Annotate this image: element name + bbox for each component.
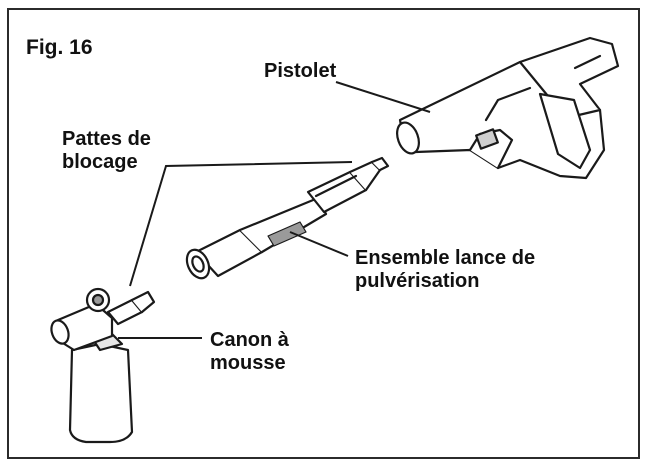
label-ensemble-line1: Ensemble lance de bbox=[355, 247, 536, 269]
label-canon-a-mousse: Canon à mousse bbox=[210, 329, 289, 375]
spray-gun-icon bbox=[396, 36, 620, 180]
spray-lance-icon bbox=[185, 156, 390, 280]
label-canon-line2: mousse bbox=[210, 352, 286, 374]
label-ensemble-lance: Ensemble lance de pulvérisation bbox=[355, 247, 535, 293]
foam-cannon-icon bbox=[50, 287, 156, 444]
label-canon-line1: Canon à bbox=[210, 329, 289, 351]
pattes-leader-line bbox=[129, 161, 353, 287]
label-pistolet-text: Pistolet bbox=[264, 60, 337, 82]
pistolet-leader-line bbox=[335, 81, 431, 113]
label-pattes-de-blocage: Pattes de blocage bbox=[62, 128, 151, 174]
figure-title: Fig. 16 bbox=[26, 36, 93, 59]
label-pattes-line1: Pattes de bbox=[62, 128, 151, 150]
label-pattes-line2: blocage bbox=[62, 151, 138, 173]
label-pistolet: Pistolet bbox=[264, 60, 336, 83]
label-ensemble-line2: pulvérisation bbox=[355, 270, 480, 292]
ensemble-leader-line bbox=[289, 231, 349, 257]
leader-lines bbox=[118, 81, 431, 339]
